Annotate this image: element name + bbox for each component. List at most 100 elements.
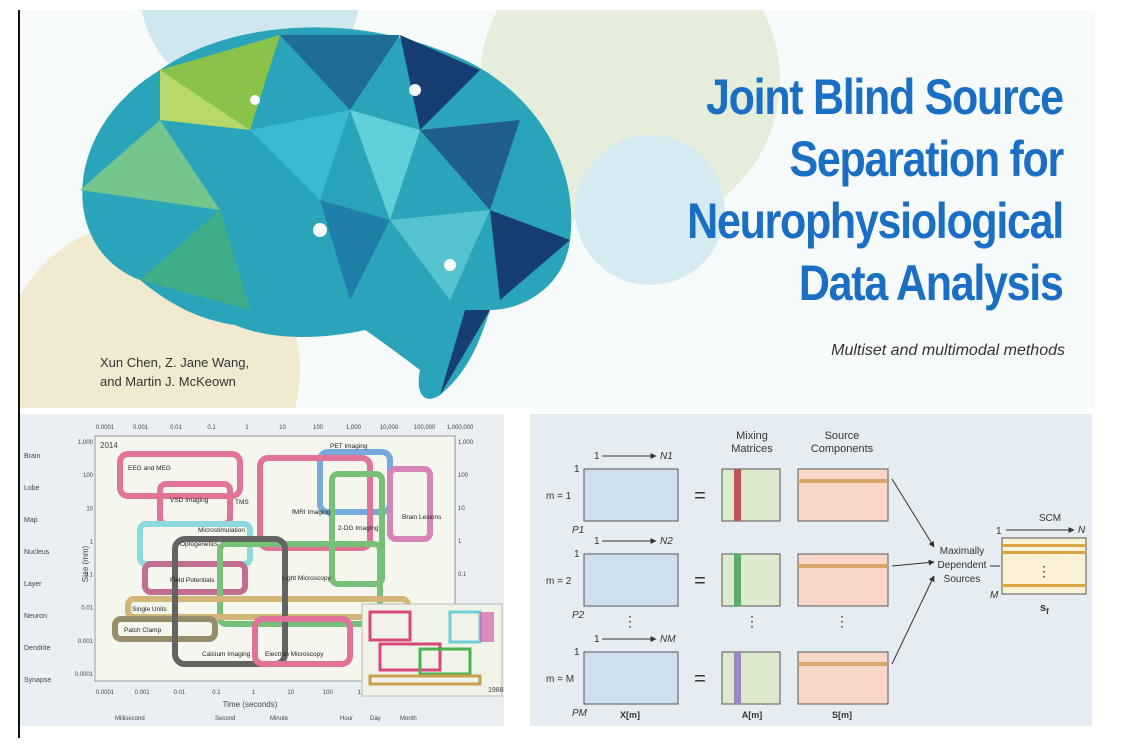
bottom-tick-label: 10 — [287, 690, 294, 696]
arrow-row1 — [891, 478, 935, 548]
top-tick-label: 1,000,000 — [447, 425, 474, 431]
scm-name: sf — [1040, 602, 1049, 616]
left-tick-label: 0.01 — [81, 606, 93, 612]
time-unit-label: Day — [370, 716, 381, 722]
method-label: fMRI Imaging — [292, 509, 331, 516]
level-label: Nucleus — [24, 549, 50, 556]
inset-box-5 — [418, 647, 472, 676]
scm-matrix: SCM 1 N ⋮ M sf — [990, 513, 1087, 616]
mixing-header-line-1: Mixing — [736, 430, 768, 442]
brain-icon — [80, 27, 572, 399]
row-col-one: 1 — [594, 634, 600, 645]
mixing-matrix — [721, 651, 781, 705]
method-label: PET Imaging — [330, 443, 368, 450]
fmri-box — [257, 455, 373, 551]
method-label: VSD Imaging — [170, 497, 209, 504]
source-stripe — [798, 662, 888, 666]
inset-box-4 — [378, 642, 442, 672]
method-label: Brain Lesions — [402, 514, 442, 521]
row-m-label: m = M — [546, 674, 574, 685]
scm-one: 1 — [996, 526, 1002, 537]
level-label: Neuron — [24, 613, 47, 620]
top-tick-label: 0.01 — [170, 425, 182, 431]
dependent-line-3: Sources — [944, 574, 981, 585]
patch-clamp-box — [112, 616, 218, 642]
row-one-label: 1 — [574, 647, 580, 658]
method-label: Single Units — [132, 606, 167, 613]
left-tick-label: 1,000 — [78, 440, 94, 446]
method-label: Electron Microscopy — [265, 651, 324, 658]
inset-year: 1988 — [488, 687, 504, 694]
method-label: TMS — [235, 499, 249, 506]
cover-subtitle: Multiset and multimodal methods — [831, 342, 1065, 359]
mixing-matrix — [721, 468, 781, 522]
scm-band-1 — [1002, 544, 1086, 547]
scm-n: N — [1078, 525, 1086, 536]
inset-1988: 1988 — [361, 603, 504, 697]
top-tick-label: 100,000 — [414, 425, 436, 431]
right-tick-label: 0.1 — [458, 572, 467, 578]
top-tick-label: 10 — [279, 425, 286, 431]
bottom-tick-label: 0.0001 — [96, 690, 115, 696]
anatomical-levels: BrainLobeMapNucleusLayerNeuronDendriteSy… — [24, 453, 51, 684]
source-matrix — [797, 553, 889, 607]
right-tick-label: 1,000 — [458, 440, 474, 446]
x-matrix — [583, 553, 679, 607]
brain-spark-4 — [250, 95, 260, 105]
right-tick-label: 1 — [458, 539, 462, 545]
vdots-s: ⋮ — [835, 613, 849, 629]
equals-sign: = — [694, 668, 706, 690]
cover-title-line-1: Joint Blind Source — [706, 69, 1064, 125]
eeg-meg-box — [117, 451, 243, 499]
row-m-label: m = 1 — [546, 491, 572, 502]
method-label: EEG and MEG — [128, 465, 171, 472]
dependent-line-1: Maximally — [940, 546, 984, 557]
method-label: Field Potentials — [170, 577, 215, 584]
mixing-stripe — [734, 554, 741, 606]
method-label: Optogenetics — [180, 541, 219, 548]
mixing-stripe — [734, 469, 741, 521]
top-tick-label: 0.001 — [133, 425, 149, 431]
bottom-label-s: S[m] — [832, 710, 852, 720]
inset-band — [368, 674, 482, 686]
method-label: Microstimulation — [198, 527, 245, 534]
left-tick-label: 0.001 — [78, 639, 94, 645]
methods-chart-svg: 0.0001 0.001 0.01 0.1 1 10 100 1,000 10,000 100,0… — [24, 425, 504, 722]
cover-title-line-2: Separation for — [789, 131, 1065, 187]
top-tick-label: 100 — [313, 425, 324, 431]
x-axis-label: Time (seconds) — [223, 700, 278, 709]
source-matrix — [797, 468, 889, 522]
method-labels: EEG and MEG PET Imaging fMRI Imaging VSD Im… — [124, 443, 442, 658]
row-p-label: PM — [572, 708, 588, 719]
top-tick-label: 0.0001 — [96, 425, 115, 431]
left-tick-label: 0.1 — [85, 573, 94, 579]
time-unit-label: Minute — [270, 716, 289, 722]
y-axis-label: Size (mm) — [81, 545, 90, 582]
book-cover: Joint Blind Source Separation for Neurop… — [20, 10, 1095, 408]
light-microscopy-box — [217, 541, 383, 627]
top-tick-label: 1 — [245, 425, 249, 431]
equals-sign: = — [694, 485, 706, 507]
bss-diagram-svg: Mixing Matrices Source Components m = 11… — [546, 430, 1087, 720]
right-tick-label: 100 — [458, 473, 469, 479]
left-tick-label: 0.0001 — [75, 672, 94, 678]
bottom-tick-label: 100 — [323, 690, 334, 696]
bottom-tick-label: 0.01 — [173, 690, 185, 696]
source-matrix — [797, 651, 889, 705]
row-one-label: 1 — [574, 464, 580, 475]
source-header-line-2: Components — [811, 443, 874, 455]
vdots-a: ⋮ — [745, 613, 759, 629]
inset-box-1 — [368, 610, 412, 642]
row-p-label: P2 — [572, 610, 585, 621]
method-region-boxes — [112, 449, 433, 667]
mixing-header-line-2: Matrices — [731, 443, 773, 455]
top-tick-label: 10,000 — [380, 425, 399, 431]
level-label: Dendrite — [24, 645, 51, 652]
cover-title-line-4: Data Analysis — [799, 255, 1064, 311]
left-tick-label: 1 — [90, 539, 94, 545]
